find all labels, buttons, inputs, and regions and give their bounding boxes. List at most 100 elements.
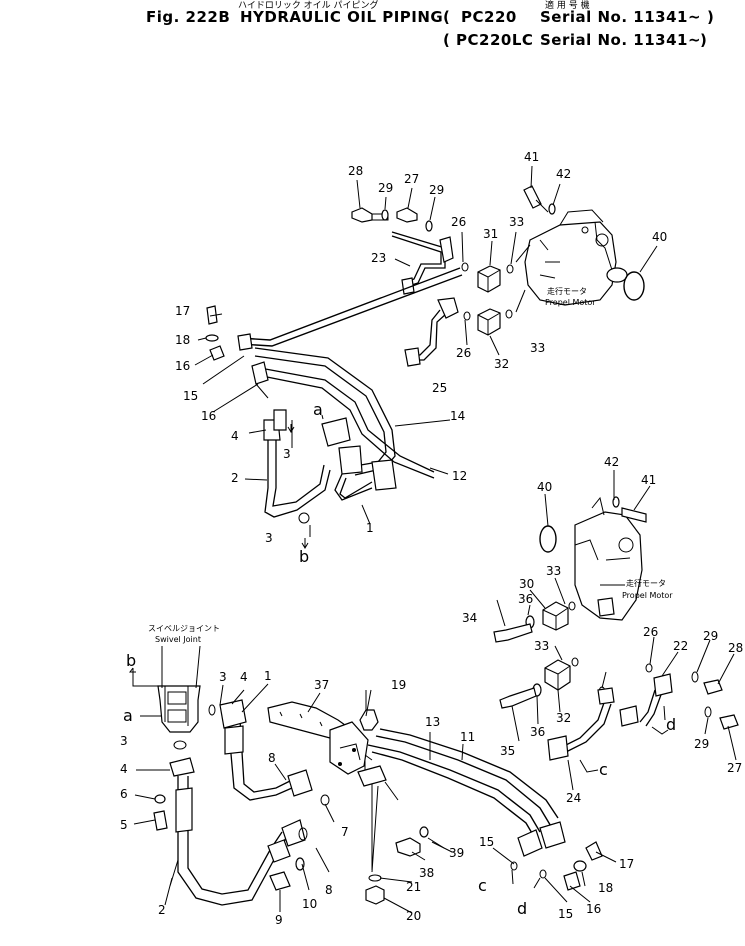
callouts-lower: b a 3 4 1 37 19 13 11 3 4 8 6 5 7 8 2 9 …	[120, 651, 634, 927]
hose-1-lower	[227, 719, 293, 801]
callout-16b: 16	[201, 409, 216, 423]
callout-letter-a-lower: a	[123, 706, 133, 725]
callout-23: 23	[371, 251, 386, 265]
washer-18-lower	[573, 860, 587, 872]
callout-25: 25	[432, 381, 447, 395]
pipe-11	[375, 735, 553, 829]
callout-38: 38	[419, 866, 434, 880]
callout-33b: 33	[530, 341, 545, 355]
block-32	[477, 308, 501, 336]
hose-2-lower	[177, 776, 287, 906]
callout-42-right: 42	[604, 455, 619, 469]
callout-1: 1	[366, 521, 374, 535]
callout-39: 39	[449, 846, 464, 860]
callout-28-right: 28	[728, 641, 743, 655]
callout-32-right: 32	[556, 711, 571, 725]
callout-17-lower: 17	[619, 857, 634, 871]
callout-32: 32	[494, 357, 509, 371]
pipe-12	[259, 367, 435, 473]
paren-open-1: (	[443, 8, 451, 26]
callout-26b: 26	[456, 346, 471, 360]
callout-13: 13	[425, 715, 440, 729]
callout-40-right: 40	[537, 480, 552, 494]
tube-22	[639, 689, 663, 727]
callout-15: 15	[183, 389, 198, 403]
hose-2-upper	[264, 434, 331, 518]
callout-letter-c-right: c	[599, 760, 608, 779]
callout-letter-b-lower: b	[126, 651, 136, 670]
o-ring-40-lower	[539, 525, 557, 553]
pipe-13	[367, 744, 541, 833]
callout-33c: 33	[546, 564, 561, 578]
callout-18: 18	[175, 333, 190, 347]
model-2: PC220LC	[456, 31, 534, 49]
propel-motor-en-upper: Propel Motor	[545, 298, 596, 307]
bolt-34	[493, 623, 533, 643]
propel-motor-lower	[574, 496, 643, 621]
callout-10: 10	[302, 897, 317, 911]
callout-37: 37	[314, 678, 329, 692]
bolt-27	[396, 207, 418, 223]
japanese-applicability: 適 用 号 機	[545, 1, 590, 11]
bolt-16-lower	[563, 871, 581, 891]
callout-29c: 29	[703, 629, 718, 643]
callout-letter-c-lower: c	[478, 876, 487, 895]
bolt-9	[269, 871, 291, 891]
block-31	[477, 265, 501, 293]
callout-42: 42	[556, 167, 571, 181]
right-assembly: 走行モータ Propel Motor	[493, 470, 739, 791]
callout-27-right: 27	[727, 761, 742, 775]
figure-title: HYDRAULIC OIL PIPING	[240, 8, 444, 26]
callouts-upper: 28 29 27 29 41 42 40 31 33 26 23 33 26 3…	[175, 150, 667, 566]
serial-2: Serial No. 11341~	[540, 31, 702, 49]
swivel-joint-en: Swivel Joint	[155, 635, 201, 644]
nut-20	[365, 885, 385, 905]
paren-close-1: )	[707, 8, 715, 26]
callout-letter-d-right: d	[666, 715, 676, 734]
washer-18	[205, 334, 219, 342]
bolt-28-lower	[703, 679, 723, 695]
callout-40: 40	[652, 230, 667, 244]
callout-2-lower: 2	[158, 903, 166, 917]
paren-open-2: (	[443, 31, 451, 49]
callout-letter-b-upper: b	[299, 547, 309, 566]
propel-motor-jp-upper: 走行モータ	[547, 286, 587, 296]
callout-24: 24	[566, 791, 581, 805]
callout-29d: 29	[694, 737, 709, 751]
propel-motor-upper	[524, 209, 628, 306]
callouts-right: 42 41 40 30 33 36 34 33 26 29 28 22 36 3…	[462, 455, 743, 805]
callout-4: 4	[231, 429, 239, 443]
propel-motor-en-lower: Propel Motor	[622, 591, 673, 600]
callout-31: 31	[483, 227, 498, 241]
callout-26c: 26	[643, 625, 658, 639]
japanese-title: ハイドロリック オイル パイピング	[238, 1, 379, 11]
callout-20: 20	[406, 909, 421, 923]
callout-35: 35	[500, 744, 515, 758]
callout-3d: 3	[120, 734, 128, 748]
callout-33a: 33	[509, 215, 524, 229]
figure-number: Fig. 222B	[146, 8, 231, 26]
callout-8b: 8	[325, 883, 333, 897]
model-1: PC220	[461, 8, 517, 26]
callout-16a: 16	[175, 359, 190, 373]
clamp-19	[359, 709, 379, 731]
washer-39	[419, 826, 429, 838]
callout-4b: 4	[240, 670, 248, 684]
bolt-41-lower	[621, 507, 647, 523]
callout-16-lower: 16	[586, 902, 601, 916]
tube-23	[391, 231, 446, 288]
callout-12: 12	[452, 469, 467, 483]
washer-10	[295, 857, 305, 871]
washer-6	[154, 794, 166, 804]
upper-assembly: 走行モータ Propel Motor	[194, 165, 658, 549]
tube-24	[559, 699, 612, 755]
callout-36b: 36	[530, 725, 545, 739]
callout-3c: 3	[219, 670, 227, 684]
callout-22: 22	[673, 639, 688, 653]
bolt-5	[153, 810, 168, 831]
callout-15c: 15	[558, 907, 573, 921]
callout-11: 11	[460, 730, 475, 744]
callout-letter-d-lower: d	[517, 899, 527, 918]
